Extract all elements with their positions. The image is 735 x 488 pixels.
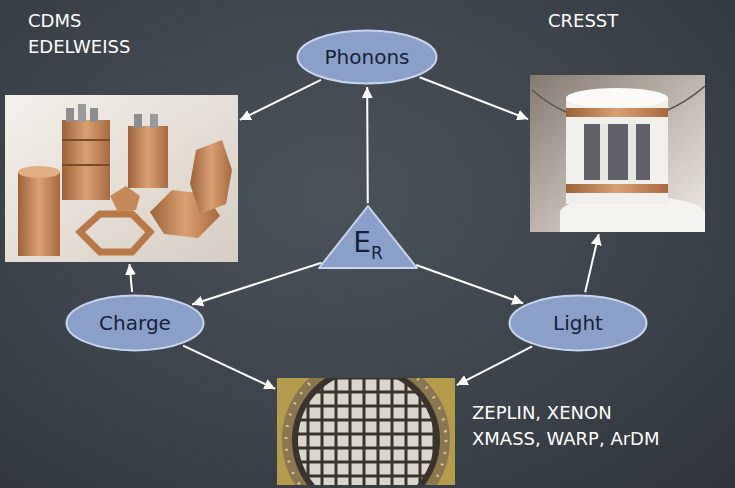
experiment-label: CDMS EDELWEISS <box>28 8 153 60</box>
arrow-connector <box>366 87 369 203</box>
wire <box>532 90 566 112</box>
energy-subscript: R <box>371 245 383 262</box>
wire <box>668 86 705 110</box>
flange-inner <box>292 378 440 485</box>
experiment-names: CDMS EDELWEISS <box>28 8 153 60</box>
experiment-label: ZEPLIN, XENON XMASS, WARP, ArDM <box>472 400 670 452</box>
ellipse-shape <box>298 31 437 84</box>
triangle-shape <box>319 206 417 268</box>
flange <box>282 378 450 485</box>
module-body <box>566 98 668 204</box>
cable <box>78 104 86 122</box>
cable <box>150 114 158 128</box>
detector-tower <box>62 120 110 200</box>
cdms-photo <box>5 95 238 262</box>
cresst-photo <box>530 75 705 232</box>
signal-ellipse: Phonons <box>296 29 438 85</box>
white-base <box>560 212 705 232</box>
copper-can-top <box>18 166 60 178</box>
ellipse-shape <box>67 296 204 351</box>
hexagon-frame <box>80 214 150 252</box>
node-text: Phonons <box>296 29 438 85</box>
node-text: Light <box>508 294 648 352</box>
cable <box>134 114 142 128</box>
arrow-connector <box>183 346 275 389</box>
experiment-label: CRESST <box>548 8 658 34</box>
hexagon-detector <box>190 140 232 214</box>
energy-symbol: E <box>353 229 371 257</box>
photo-ground <box>530 75 705 232</box>
cable <box>66 108 74 122</box>
tower-ring <box>62 139 110 141</box>
arrow-connector <box>192 263 321 305</box>
arrow-connector <box>240 80 321 120</box>
arrow-connector <box>420 77 528 119</box>
arrow-connector <box>416 265 523 303</box>
experiment-names: CRESST <box>548 8 658 34</box>
recoil-triangle: ER <box>318 205 418 269</box>
copper-can <box>18 172 60 256</box>
signal-ellipse: Light <box>508 294 648 352</box>
signal-label: Light <box>553 311 603 335</box>
pmt-array-photo <box>277 378 455 485</box>
tower-ring <box>62 164 110 166</box>
detector-tower <box>128 126 168 188</box>
ellipse-shape <box>510 296 647 351</box>
node-text: Charge <box>65 294 205 352</box>
experiment-photo: ZEPLIN, XENON XMASS, WARP, ArDM <box>277 378 455 485</box>
arrow-connector <box>129 264 132 292</box>
flange-bolts <box>286 378 446 485</box>
experiment-photo: CRESST <box>530 75 705 232</box>
experiment-photo: CDMS EDELWEISS <box>5 95 238 262</box>
arrow-connector <box>585 234 599 292</box>
node-text: ER <box>318 205 418 269</box>
signal-label: Charge <box>99 311 171 335</box>
module-pillar <box>600 124 608 180</box>
module-window <box>584 124 650 180</box>
hexagon-detector <box>110 186 140 212</box>
signal-ellipse: Charge <box>65 294 205 352</box>
experiment-names: ZEPLIN, XENON XMASS, WARP, ArDM <box>472 400 670 452</box>
arrow-connector <box>457 346 532 385</box>
module-top <box>566 88 668 108</box>
module-pillar <box>628 124 636 180</box>
copper-ring <box>566 108 668 117</box>
cable <box>90 108 98 122</box>
copper-ring <box>566 184 668 193</box>
photo-ground <box>5 95 238 262</box>
pmt-grid <box>298 378 434 485</box>
signal-label: Phonons <box>325 45 410 69</box>
